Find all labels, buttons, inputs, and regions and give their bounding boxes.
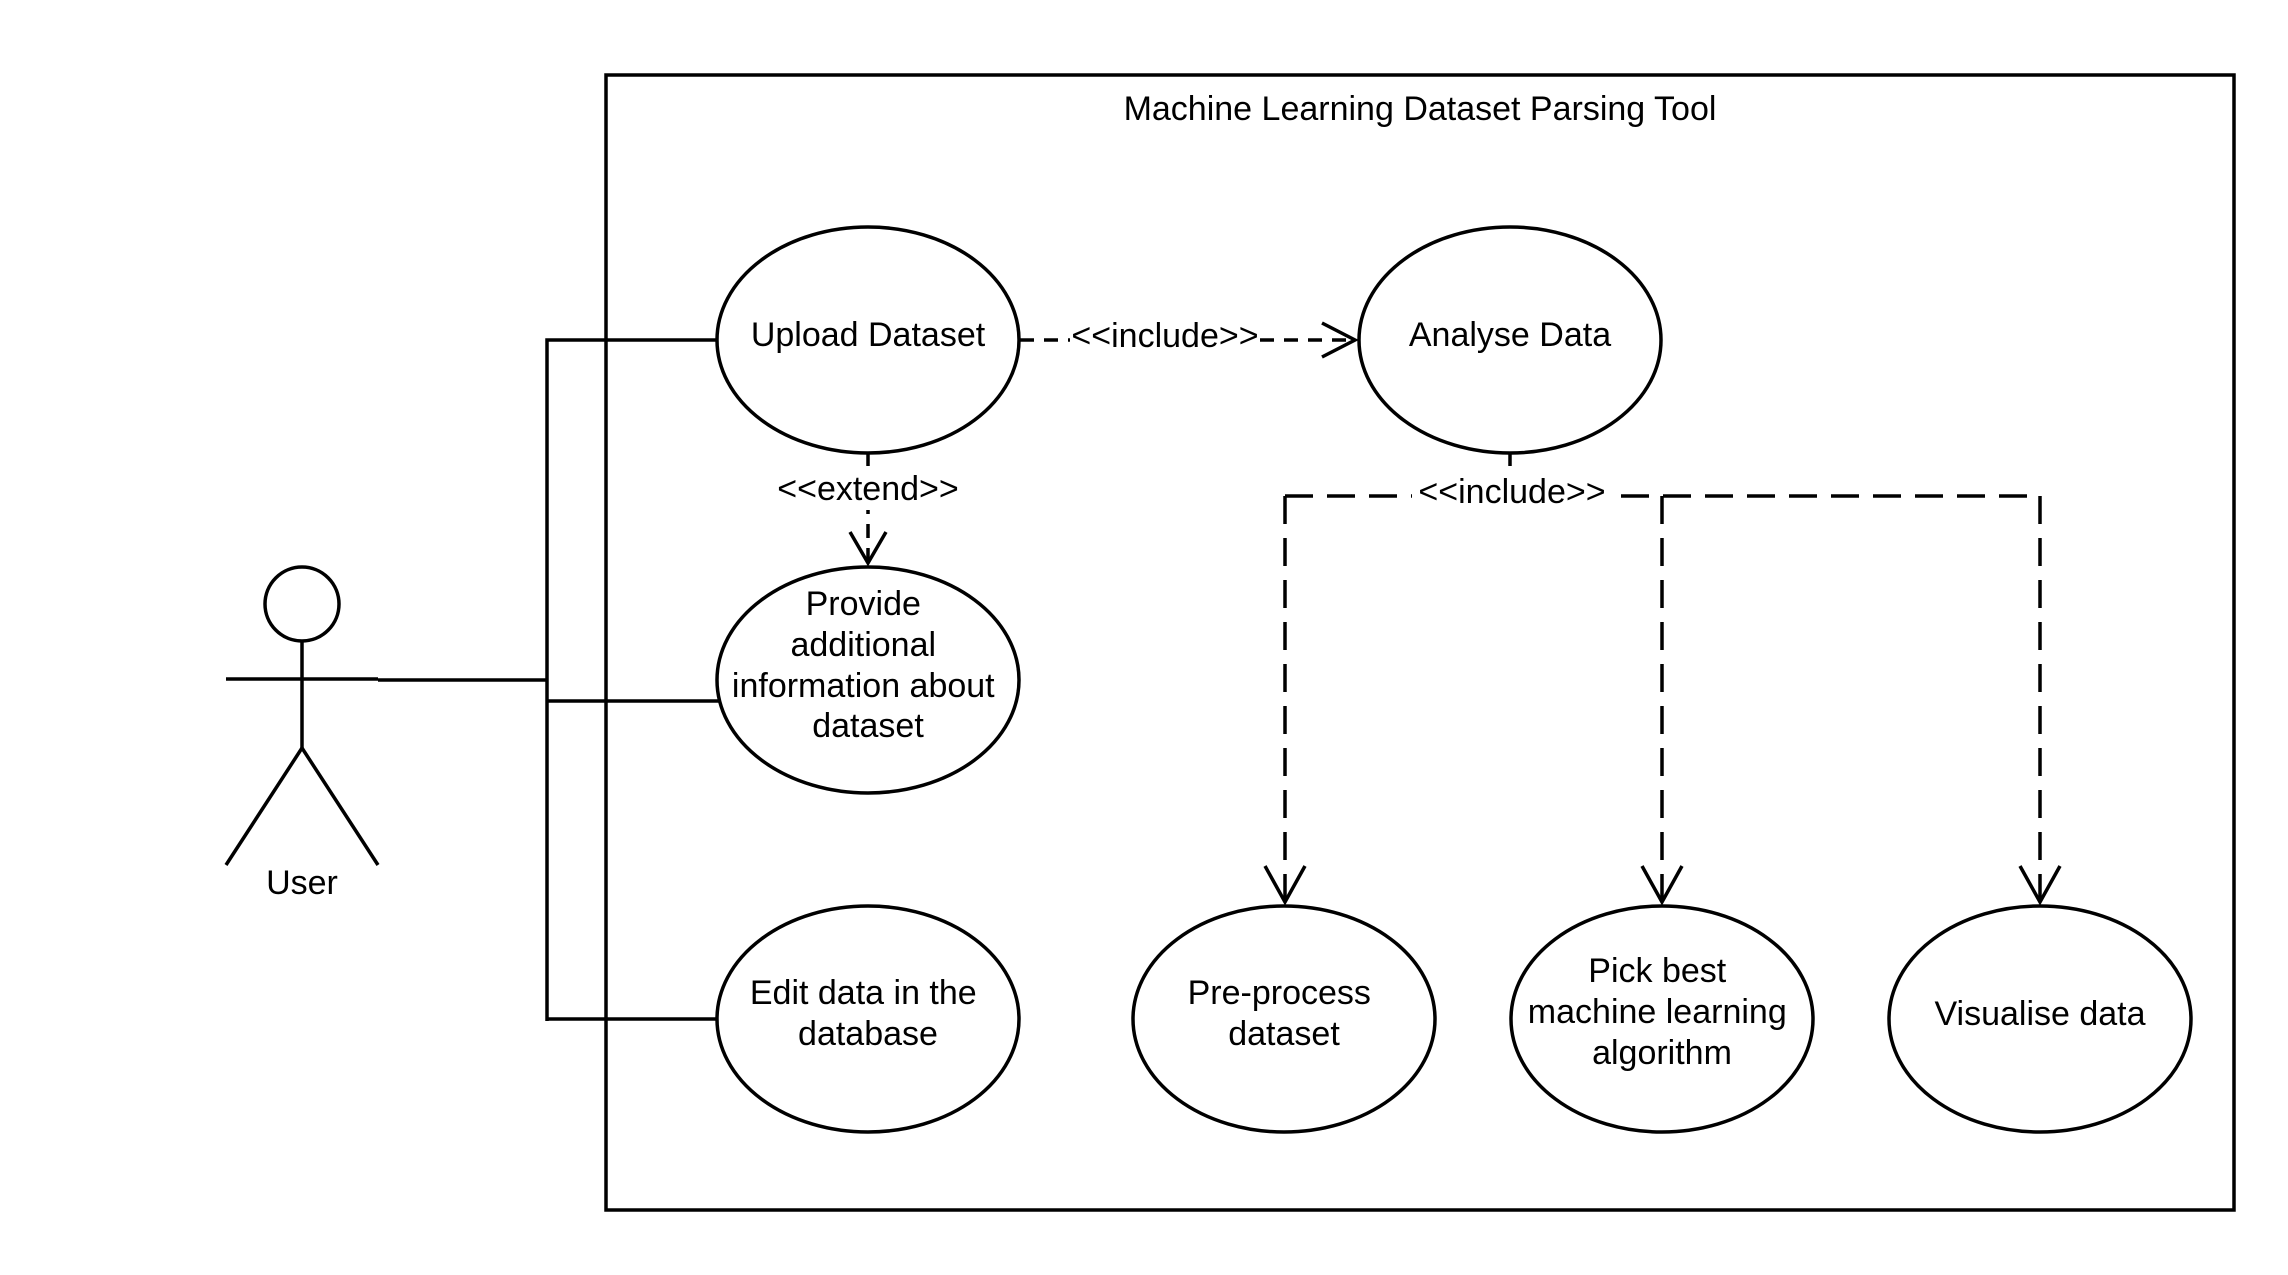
arrowhead-pick: [1640, 865, 1684, 906]
system-boundary: [604, 73, 2236, 1212]
use-case-upload-dataset[interactable]: Upload Dataset: [715, 225, 1021, 455]
use-case-provide-info[interactable]: Provide additional information about dat…: [715, 565, 1021, 795]
include-analyse-children: <<include>>: [1263, 452, 2062, 906]
use-case-label: Pick best: [1588, 952, 1726, 990]
svg-text:Analyse Data: Analyse Data: [1409, 316, 1611, 354]
use-case-pick-algorithm[interactable]: Pick best machine learning algorithm: [1509, 904, 1815, 1134]
use-case-label: Provide: [806, 585, 921, 623]
include-upload-analyse: <<include>>: [1020, 316, 1359, 360]
svg-text:Provide additional: Provide additional information about dat…: [732, 585, 1004, 745]
use-case-label: Edit data in the: [750, 974, 977, 1012]
use-case-label: dataset: [812, 707, 924, 745]
association-upload: [545, 338, 717, 1021]
arrowhead-analyse: [1321, 321, 1359, 359]
actor-left-leg: [224, 747, 304, 866]
extend-upload-provide: <<extend>>: [770, 452, 966, 567]
use-case-label: additional: [790, 626, 936, 664]
use-case-label: database: [798, 1015, 938, 1053]
svg-text:Visualise data: Visualise data: [1934, 995, 2145, 1033]
use-case-label: Pre-process: [1188, 974, 1371, 1012]
use-case-label: Visualise data: [1934, 995, 2145, 1033]
include-label-analyse: <<include>>: [1418, 473, 1605, 511]
use-case-visualise[interactable]: Visualise data: [1887, 904, 2193, 1134]
svg-text:Pre-process dataset: Pre-process dataset: [1188, 974, 1381, 1053]
use-case-label: machine learning: [1528, 993, 1787, 1031]
use-case-label: Upload Dataset: [751, 316, 986, 354]
svg-text:Edit data in the databas: Edit data in the database: [750, 974, 986, 1053]
actor-head: [263, 565, 341, 643]
use-case-label: Analyse Data: [1409, 316, 1611, 354]
include-label-upload-analyse: <<include>>: [1071, 317, 1258, 355]
extend-label: <<extend>>: [777, 470, 959, 508]
use-case-label: information about: [732, 667, 995, 705]
svg-text:Upload Dataset: Upload Dataset: [751, 316, 986, 354]
arrowhead-visualise: [2018, 865, 2062, 906]
use-case-edit-data[interactable]: Edit data in the database: [715, 904, 1021, 1134]
actor-label: User: [266, 864, 338, 902]
arrowhead-provide: [848, 531, 888, 567]
arrowhead-preprocess: [1263, 865, 1307, 906]
system-title: Machine Learning Dataset Parsing Tool: [1124, 90, 1717, 128]
svg-text:Pick best machine learni: Pick best machine learning algorithm: [1528, 952, 1796, 1072]
actor-user: User: [224, 565, 380, 902]
actor-right-leg: [300, 747, 380, 866]
use-case-label: dataset: [1228, 1015, 1340, 1053]
use-case-analyse-data[interactable]: Analyse Data: [1357, 225, 1663, 455]
use-case-preprocess[interactable]: Pre-process dataset: [1131, 904, 1437, 1134]
association-lines: [378, 338, 720, 1021]
use-case-label: algorithm: [1592, 1034, 1732, 1072]
